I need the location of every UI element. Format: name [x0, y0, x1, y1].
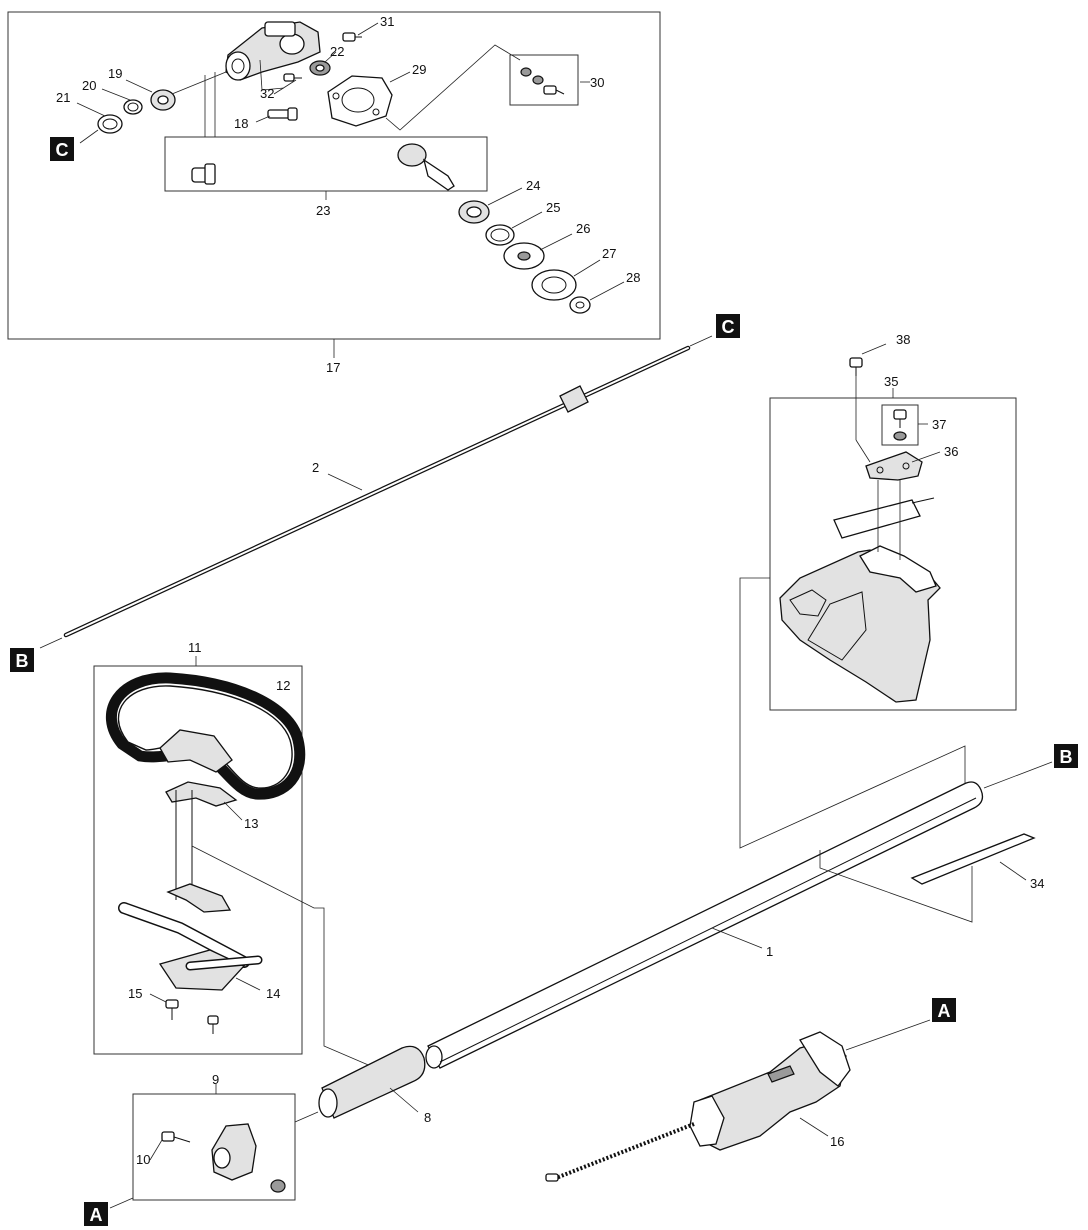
- label-12: 12: [276, 678, 290, 693]
- marker-b-pipe: B: [1054, 744, 1078, 768]
- shield-guard-part: [779, 545, 941, 703]
- sub-box-30: [509, 54, 579, 106]
- marker-a-throttle: A: [932, 998, 956, 1022]
- clamp-9-part: [211, 1123, 257, 1181]
- svg-text:B: B: [16, 651, 29, 671]
- guard-plate-29-part: [327, 75, 393, 127]
- holder-14-part: [118, 883, 263, 991]
- marker-a-lock: A: [84, 1202, 108, 1226]
- drive-shaft-part: [39, 335, 713, 649]
- lock-assembly: [109, 1084, 319, 1209]
- label-36: 36: [944, 444, 958, 459]
- label-17: 17: [326, 360, 340, 375]
- label-15: 15: [128, 986, 142, 1001]
- marker-c-top: C: [50, 137, 74, 161]
- label-28: 28: [626, 270, 640, 285]
- label-31: 31: [380, 14, 394, 29]
- label-20: 20: [82, 78, 96, 93]
- gear-housing-part: [225, 21, 321, 81]
- label-16: 16: [830, 1134, 844, 1149]
- bearing-19-part: [150, 89, 176, 111]
- label-26: 26: [576, 221, 590, 236]
- label-22: 22: [330, 44, 344, 59]
- label-25: 25: [546, 200, 560, 215]
- label-35: 35: [884, 374, 898, 389]
- bracket-36-part: [865, 451, 923, 481]
- bolt-37-part: [893, 409, 907, 441]
- svg-text:C: C: [722, 317, 735, 337]
- handle-assembly: [93, 656, 381, 1071]
- marker-b-shaft: B: [10, 648, 34, 672]
- label-32: 32: [260, 86, 274, 101]
- bolt-10-part: [161, 1131, 191, 1143]
- label-10: 10: [136, 1152, 150, 1167]
- svg-text:A: A: [938, 1001, 951, 1021]
- main-pipe-part: [425, 761, 1053, 1069]
- lock-box: [132, 1093, 296, 1201]
- label-13: 13: [244, 816, 258, 831]
- marker-c-shaft: C: [716, 314, 740, 338]
- circlip-21-part: [97, 114, 123, 134]
- label-27: 27: [602, 246, 616, 261]
- label-24: 24: [526, 178, 540, 193]
- svg-text:C: C: [56, 140, 69, 160]
- label-2: 2: [312, 460, 319, 475]
- ring-20-part: [123, 99, 143, 115]
- label-23: 23: [316, 203, 330, 218]
- connection-markers: C C B B A A: [10, 137, 1078, 1226]
- nut-28-part: [569, 296, 591, 314]
- loop-handle-12-part: [106, 672, 306, 800]
- svg-text:A: A: [90, 1205, 103, 1225]
- label-11: 11: [188, 640, 202, 655]
- label-29: 29: [412, 62, 426, 77]
- label-34: 34: [1030, 876, 1044, 891]
- gear-set-23-part: [191, 143, 455, 191]
- label-19: 19: [108, 66, 122, 81]
- screw-15-part: [165, 999, 219, 1034]
- label-9: 9: [212, 1072, 219, 1087]
- screw-32-part: [283, 73, 302, 82]
- grip-sleeve-8-part: [318, 1045, 426, 1119]
- gear-head-assembly: [7, 11, 661, 358]
- label-21: 21: [56, 90, 70, 105]
- circlip-25-part: [485, 224, 515, 246]
- bolt-31-part: [342, 32, 362, 42]
- part-number-labels: 1 2 8 9 10 11 12 13 14 15 16 17 18 19 20…: [56, 14, 1044, 1167]
- nut-9-part: [270, 1179, 286, 1193]
- label-30: 30: [590, 75, 604, 90]
- gear-head-leaders: [76, 22, 625, 358]
- label-1: 1: [766, 944, 773, 959]
- label-38: 38: [896, 332, 910, 347]
- clamp-washer-27-part: [531, 269, 577, 301]
- label-18: 18: [234, 116, 248, 131]
- label-8: 8: [424, 1110, 431, 1125]
- label-sticker-34-part: [819, 833, 1036, 923]
- label-14: 14: [266, 986, 280, 1001]
- kit-30-part: [520, 67, 565, 95]
- bolt-18-part: [267, 107, 298, 121]
- sub-box-37: [881, 404, 919, 446]
- handle-box: [93, 665, 303, 1055]
- bolt-38-part: [849, 357, 863, 376]
- throttle-handle-16-part: [545, 1019, 931, 1182]
- svg-text:B: B: [1060, 747, 1073, 767]
- label-37: 37: [932, 417, 946, 432]
- shield-assembly: [739, 343, 1017, 849]
